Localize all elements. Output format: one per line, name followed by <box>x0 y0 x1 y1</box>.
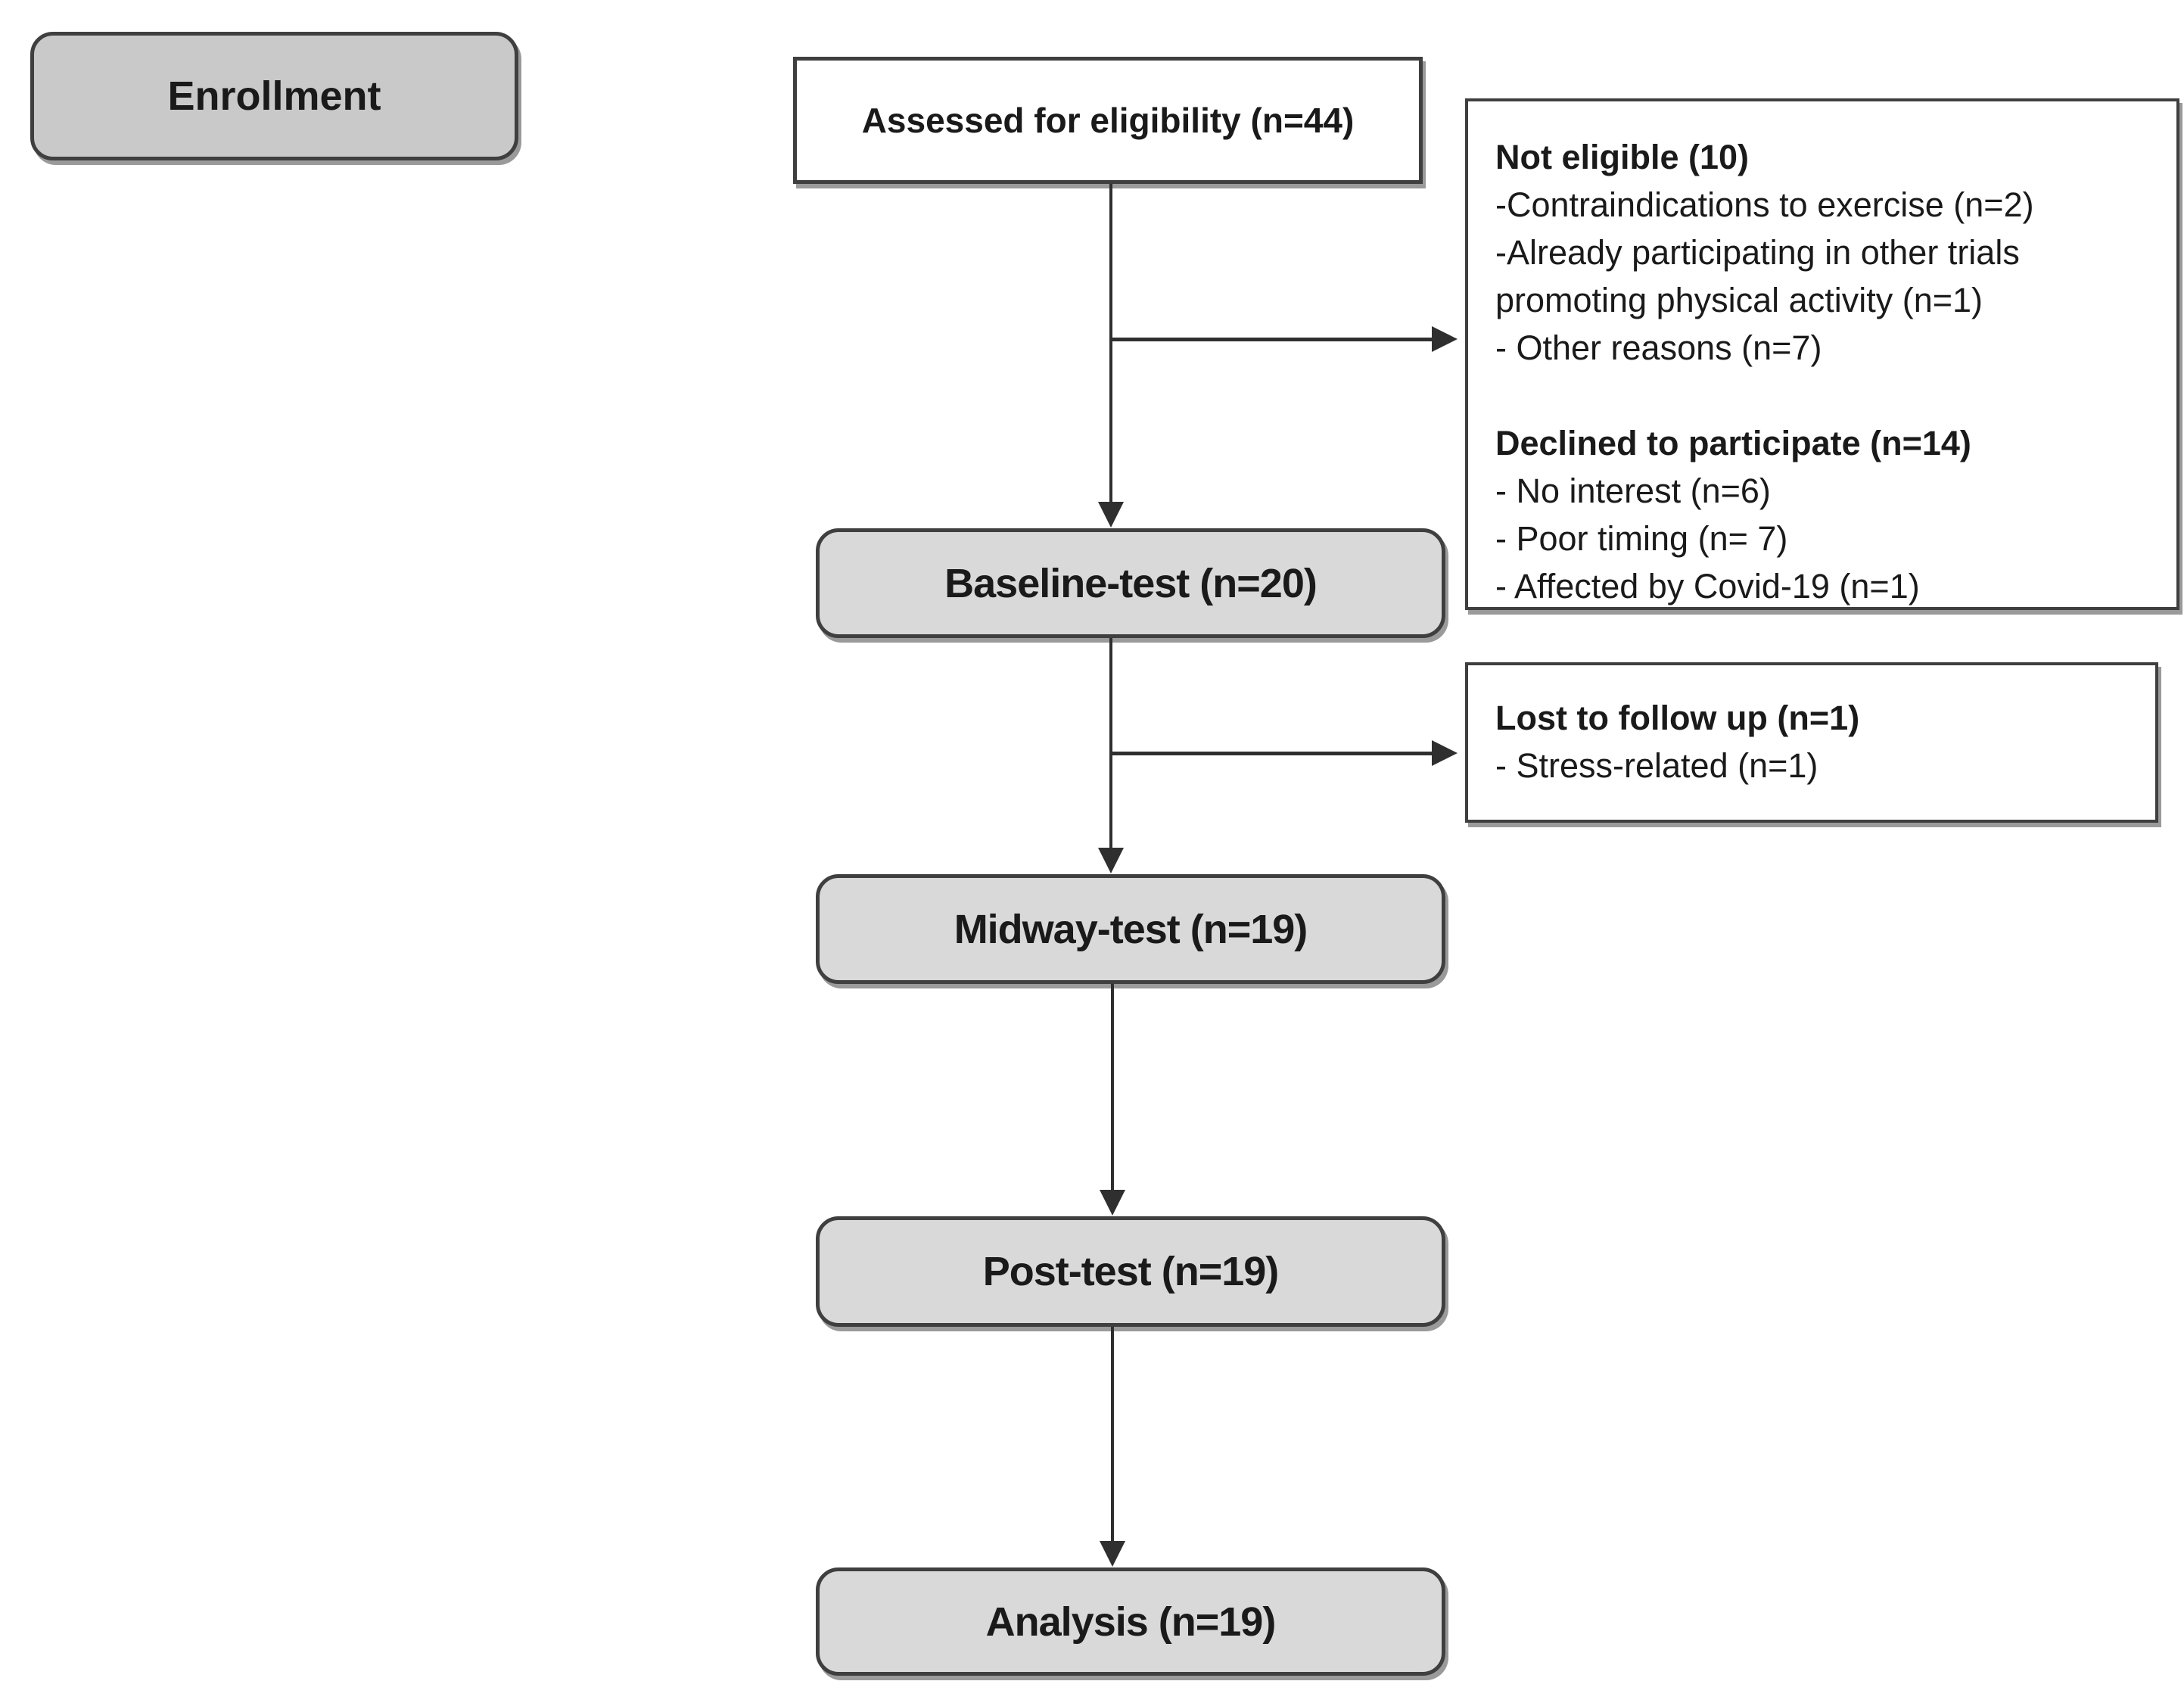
assessed-for-eligibility-box: Assessed for eligibility (n=44) <box>793 57 1423 184</box>
assessed-for-eligibility-label: Assessed for eligibility (n=44) <box>861 101 1355 140</box>
connector-to-lost-followup <box>1111 752 1432 755</box>
baseline-test-label: Baseline-test (n=20) <box>944 560 1318 606</box>
not-eligible-box: Not eligible (10) -Contraindications to … <box>1465 98 2179 610</box>
connector-midway-to-post <box>1111 984 1114 1190</box>
not-eligible-item: -Contraindications to exercise (n=2) <box>1495 185 2034 224</box>
not-eligible-item: - Other reasons (n=7) <box>1495 328 1822 367</box>
lost-to-followup-box: Lost to follow up (n=1) - Stress-related… <box>1465 662 2158 823</box>
analysis-box: Analysis (n=19) <box>816 1567 1445 1676</box>
not-eligible-heading: Not eligible (10) <box>1495 138 1750 176</box>
connector-baseline-to-midway <box>1109 638 1112 850</box>
declined-heading: Declined to participate (n=14) <box>1495 424 1971 462</box>
arrowhead-right-not-eligible-icon <box>1432 326 1458 352</box>
enrollment-stage-label: Enrollment <box>167 73 381 119</box>
declined-item: - No interest (n=6) <box>1495 472 1771 510</box>
arrowhead-down-baseline-icon <box>1098 502 1124 528</box>
midway-test-box: Midway-test (n=19) <box>816 874 1445 984</box>
arrowhead-down-post-icon <box>1100 1190 1125 1216</box>
analysis-label: Analysis (n=19) <box>985 1599 1277 1645</box>
post-test-label: Post-test (n=19) <box>982 1249 1280 1294</box>
not-eligible-item: -Already participating in other trials p… <box>1495 233 2020 319</box>
arrowhead-right-lost-followup-icon <box>1432 740 1458 766</box>
declined-item: - Poor timing (n= 7) <box>1495 519 1788 558</box>
connector-post-to-analysis <box>1111 1327 1114 1543</box>
enrollment-stage-box: Enrollment <box>30 32 518 160</box>
lost-to-followup-heading: Lost to follow up (n=1) <box>1495 699 1860 737</box>
connector-to-not-eligible <box>1111 338 1432 341</box>
arrowhead-down-midway-icon <box>1098 848 1124 873</box>
post-test-box: Post-test (n=19) <box>816 1216 1445 1327</box>
lost-to-followup-item: - Stress-related (n=1) <box>1495 746 1818 785</box>
arrowhead-down-analysis-icon <box>1100 1541 1125 1567</box>
baseline-test-box: Baseline-test (n=20) <box>816 528 1445 638</box>
declined-item: - Affected by Covid-19 (n=1) <box>1495 567 1920 606</box>
connector-assessed-to-baseline <box>1109 184 1112 505</box>
midway-test-label: Midway-test (n=19) <box>954 906 1308 952</box>
